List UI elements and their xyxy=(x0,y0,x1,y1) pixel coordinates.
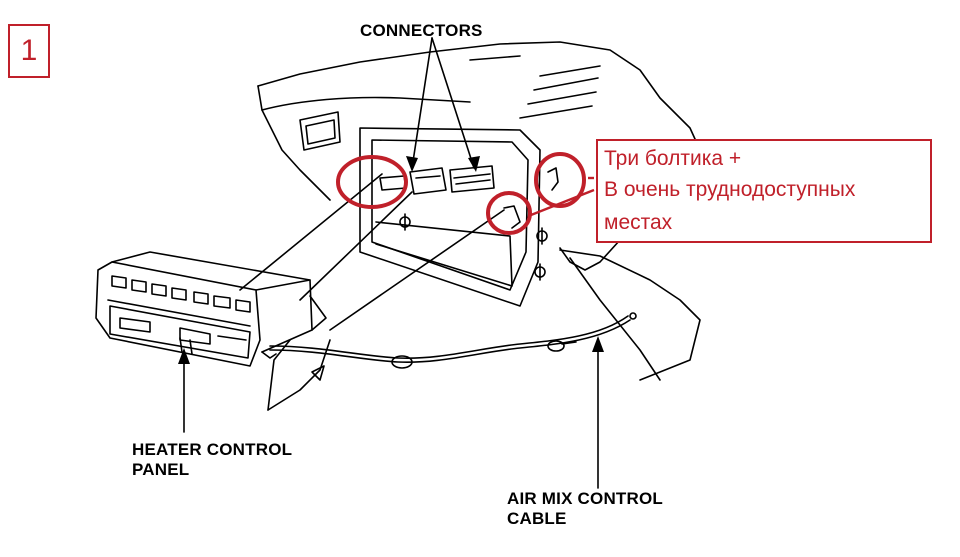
bolt-highlight-left xyxy=(336,155,408,209)
connector-left xyxy=(409,167,447,195)
bolt-highlight-right xyxy=(534,152,586,208)
note-line-2: В очень труднодоступных xyxy=(604,178,856,201)
air-mix-label-line2: CABLE xyxy=(507,509,567,528)
connectors-label: CONNECTORS xyxy=(360,21,483,40)
heater-panel-label-line1: HEATER CONTROL xyxy=(132,440,293,459)
heater-panel-front xyxy=(95,261,261,367)
heater-panel-label-line2: PANEL xyxy=(132,460,190,479)
panel-opening xyxy=(359,127,541,307)
note-line-1: Три болтика + xyxy=(604,147,742,170)
figure-number: 1 xyxy=(20,34,38,67)
note-pointer-bottom xyxy=(530,188,595,217)
bolt-highlight-center xyxy=(486,191,532,235)
note-line-3: местах xyxy=(604,211,673,234)
note-box xyxy=(596,139,932,243)
air-mix-label-line1: AIR MIX CONTROL xyxy=(507,489,663,508)
dash-small-window xyxy=(299,111,341,151)
air-mix-cable xyxy=(269,319,631,364)
figure-number-box xyxy=(8,24,50,78)
